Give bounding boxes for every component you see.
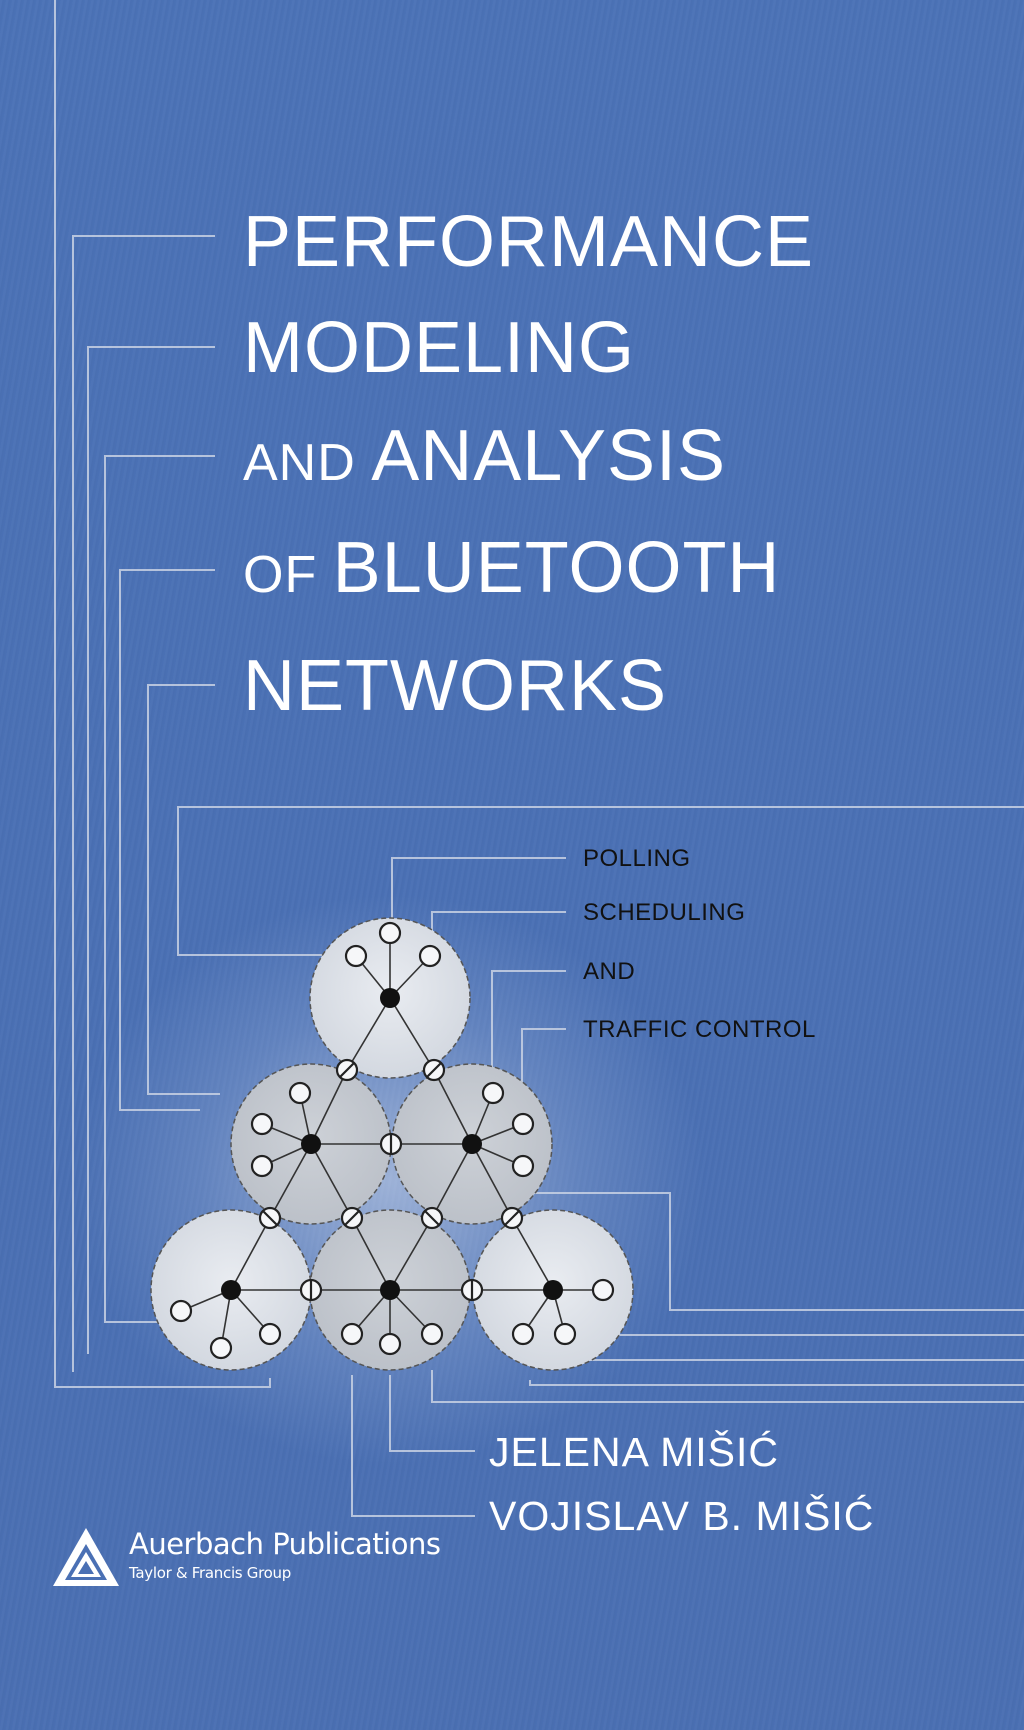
title-line-1: PERFORMANCE [243,202,815,282]
publisher-logo: Auerbach Publications Taylor & Francis G… [53,1528,473,1588]
subtitle-line-2: SCHEDULING [583,899,746,926]
title-line-3: AND ANALYSIS [243,416,727,496]
master-node-icon [380,988,400,1008]
bridge-node-icon [379,1132,403,1156]
master-node-icon [301,1134,321,1154]
subtitle-line-1: POLLING [583,845,691,872]
publisher-name: Auerbach Publications [129,1527,441,1561]
bridge-node-icon [258,1206,282,1230]
master-node-icon [462,1134,482,1154]
title-line-4: OF BLUETOOTH [243,528,781,608]
bridge-node-icon [340,1206,364,1230]
bridge-node-icon [500,1206,524,1230]
master-node-icon [221,1280,241,1300]
author-2: VOJISLAV B. MIŠIĆ [489,1493,875,1539]
title-line-2: MODELING [243,308,636,388]
bridge-node-icon [335,1058,359,1082]
publisher-group: Taylor & Francis Group [129,1564,291,1582]
bridge-node-icon [299,1278,323,1302]
title-line-5: NETWORKS [243,646,668,726]
master-node-icon [543,1280,563,1300]
slave-nodes [169,921,615,1360]
master-nodes [221,988,563,1300]
bridge-node-icon [422,1058,446,1082]
author-1: JELENA MIŠIĆ [489,1429,779,1475]
bridge-node-icon [420,1206,444,1230]
bridge-node-icon [460,1278,484,1302]
triangle-logo-icon [53,1528,119,1586]
circuit-traces [54,0,1024,1517]
subtitle-line-3: AND [583,958,636,985]
master-node-icon [380,1280,400,1300]
subtitle-line-4: TRAFFIC CONTROL [583,1016,816,1043]
bridge-nodes [258,1058,524,1302]
